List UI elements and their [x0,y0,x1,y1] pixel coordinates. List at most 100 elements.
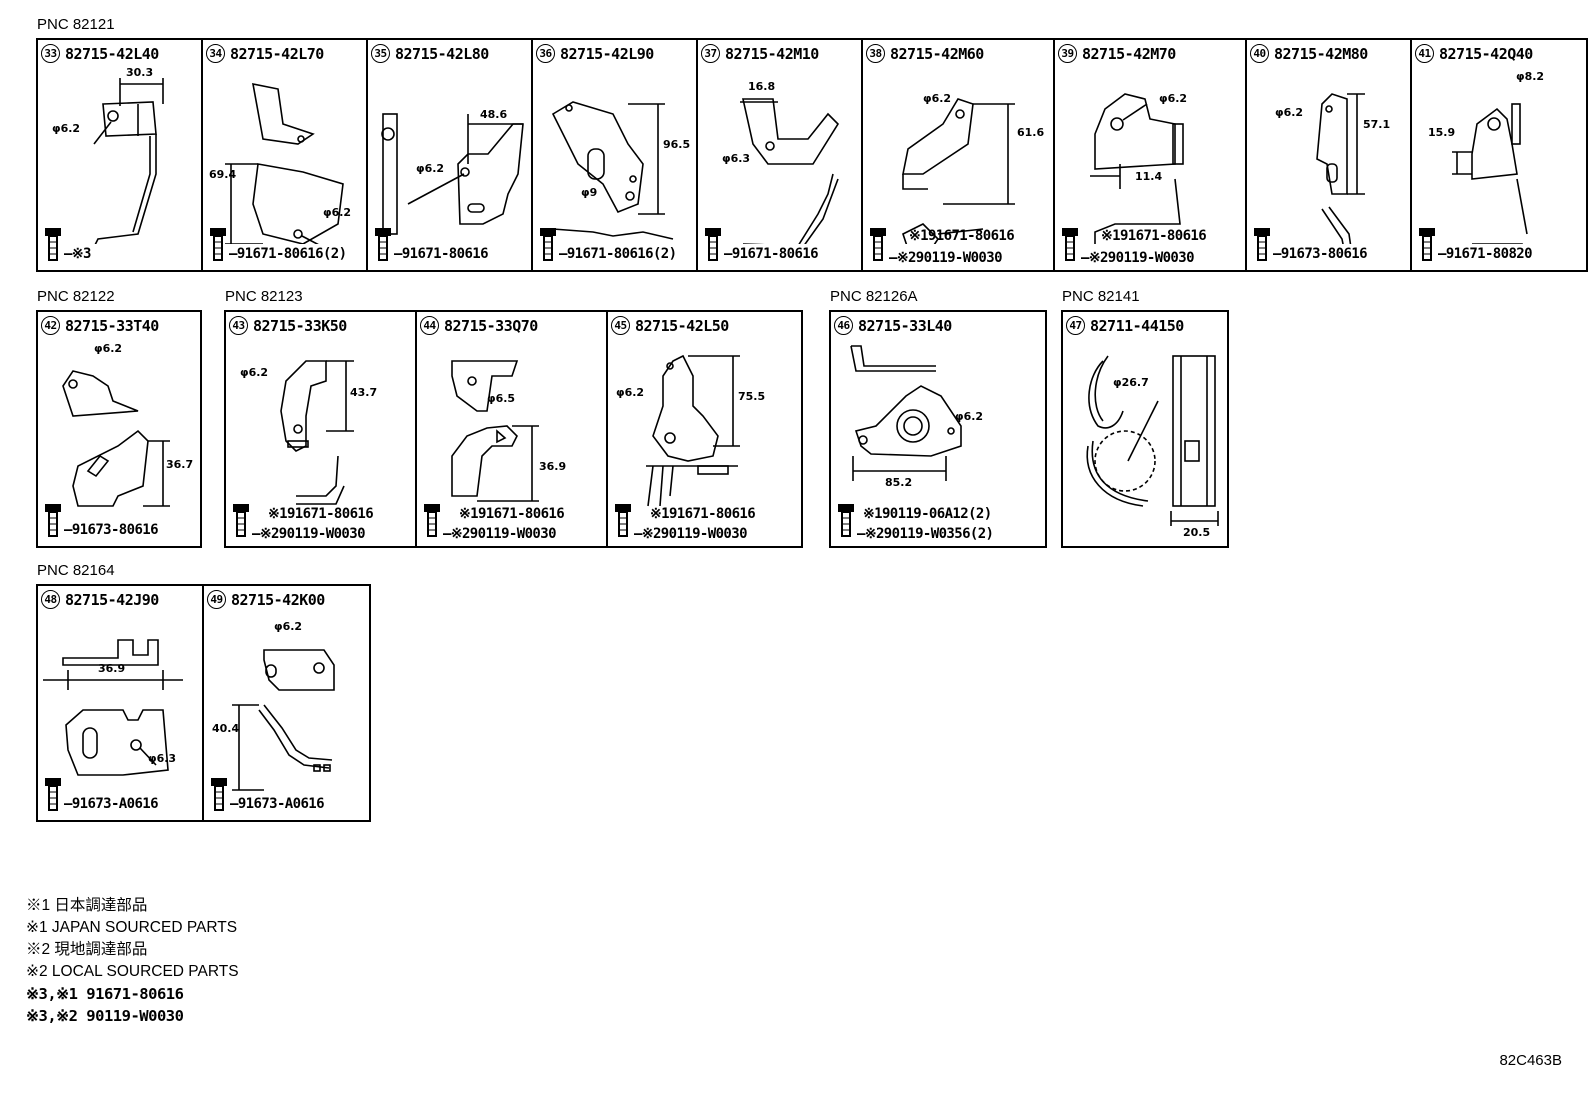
part-header: 42 82715-33T40 [41,316,159,335]
bolt-icon [230,502,252,543]
item-number-badge: 43 [229,316,248,335]
part-number: 82715-42L50 [635,316,729,335]
bolt-part-number-japan: ※191671-80616 [909,228,1015,244]
hole-diameter-label: φ6.3 [722,152,751,165]
hole-diameter-label: φ8.2 [1516,70,1545,83]
pnc-label-82141: PNC 82141 [1062,288,1140,305]
part-number: 82715-42L40 [65,44,159,63]
footnote-legend: ※1 日本調達部品 ※1 JAPAN SOURCED PARTS ※2 現地調達… [26,895,239,1027]
bolt-icon [372,226,394,267]
bracket-drawing [551,101,674,240]
bolt-part-number: —91673-A0616 [230,796,325,812]
bolt-part-number-local: —※290119-W0030 [252,526,366,542]
part-cell-42[interactable]: 42 82715-33T40 φ6.2 36.7 —91673-80616 [38,312,200,546]
bolt-part-number-local: —※290119-W0030 [634,526,748,542]
part-header: 33 82715-42L40 [41,44,159,63]
bolt-part-number: —91671-80820 [1438,246,1533,262]
note-japan-jp: ※1 日本調達部品 [26,897,148,914]
bolt-part-number-japan: ※190119-06A12(2) [863,506,992,522]
note-local-en: ※2 LOCAL SOURCED PARTS [26,963,239,980]
hole-diameter-label: φ26.7 [1113,376,1149,389]
dimension-label: 40.4 [212,722,240,735]
bolt-part-number-local: —※290119-W0030 [443,526,557,542]
hole-diameter-label: φ6.2 [240,366,269,379]
bolt-part-number-local: —※290119-W0356(2) [857,526,994,542]
part-number: 82715-42L90 [560,44,654,63]
dimension-label: 36.9 [539,460,567,473]
bolt-icon [42,776,64,817]
item-number-badge: 33 [41,44,60,63]
hole-diameter-label: φ6.2 [1275,106,1304,119]
bolt-icon [1416,226,1438,267]
hole-diameter-label: φ6.5 [487,392,516,405]
item-number-badge: 39 [1058,44,1077,63]
bolt-part-number: —91673-80616 [1273,246,1368,262]
dimension-label: 15.9 [1428,126,1456,139]
bracket-drawing [1316,93,1365,244]
bolt-part-number-japan: ※191671-80616 [268,506,374,522]
dimension-label: 61.6 [1017,126,1045,139]
bracket-drawing [280,360,354,505]
hole-diameter-label: φ6.2 [94,342,123,355]
item-number-badge: 45 [611,316,630,335]
bolt-part-number: —91673-80616 [64,522,159,538]
item-number-badge: 44 [420,316,439,335]
part-number: 82715-33T40 [65,316,159,335]
item-number-badge: 49 [207,590,226,609]
part-number: 82715-42L70 [230,44,324,63]
bracket-drawing [62,370,170,507]
dimension-label: 57.1 [1363,118,1391,131]
dimension-label: 75.5 [738,390,766,403]
bolt-icon [702,226,724,267]
bracket-drawing [850,345,962,481]
part-number: 82715-42M10 [725,44,819,63]
hole-diameter-label: φ6.2 [923,92,952,105]
bolt-icon [537,226,559,267]
bolt-part-number: —91673-A0616 [64,796,159,812]
item-number-badge: 42 [41,316,60,335]
note-ref3-japan: ※3,※1 91671-80616 [26,985,184,1003]
part-number: 82715-33K50 [253,316,347,335]
bolt-icon [42,502,64,543]
hole-diameter-label: φ6.2 [616,386,645,399]
bolt-icon [612,502,634,543]
bolt-part-number: —91671-80616(2) [559,246,677,262]
dimension-label: 11.4 [1135,170,1163,183]
item-number-badge: 34 [206,44,225,63]
bolt-icon [421,502,443,543]
diagram-code: 82C463B [1499,1052,1562,1069]
hole-diameter-label: φ6.2 [52,122,81,135]
bolt-part-number: —91671-80616 [394,246,489,262]
bolt-part-number: —91671-80616(2) [229,246,347,262]
item-number-badge: 37 [701,44,720,63]
bracket-drawing [93,78,164,244]
dimension-label: 36.9 [98,662,126,675]
pnc-group-82122: 42 82715-33T40 φ6.2 36.7 —91673-80616 [36,310,202,548]
dimension-label: 30.3 [126,66,154,79]
dimension-label: 36.7 [166,458,194,471]
